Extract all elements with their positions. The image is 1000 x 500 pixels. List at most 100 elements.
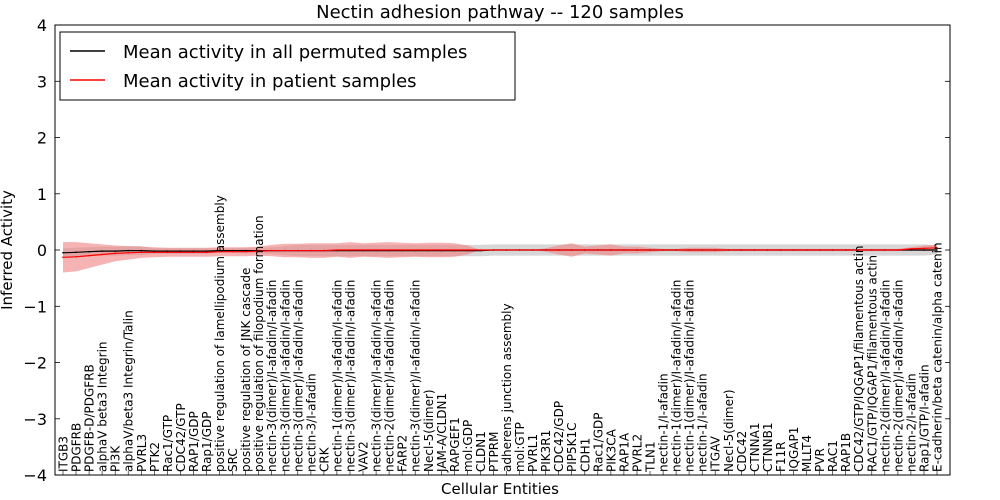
patient-point-57: [805, 249, 808, 251]
category-label-9: CDC42/GTP: [174, 403, 188, 472]
permuted-point-9: [179, 250, 182, 252]
patient-point-29: [440, 249, 443, 251]
patient-point-36: [531, 249, 534, 251]
category-label-21: nectin-1(dimer)/I-afadin/I-afadin: [330, 280, 344, 472]
category-label-60: RAP1B: [839, 433, 853, 472]
permuted-point-7: [153, 250, 156, 252]
x-axis-label: Cellular Entities: [441, 480, 559, 498]
patient-point-2: [88, 254, 90, 257]
permuted-point-13: [231, 249, 234, 252]
category-label-63: nectin-2(dimer)/I-afadin/I-afadin: [878, 280, 892, 472]
category-label-14: positive regulation of JNK cascade: [239, 268, 253, 472]
patient-point-22: [349, 249, 351, 251]
patient-point-45: [649, 249, 651, 251]
patient-point-46: [662, 249, 664, 251]
category-label-49: nectin-1/I-afadin: [696, 373, 710, 472]
patient-point-7: [153, 251, 156, 254]
y-tick-label-6: 2: [37, 129, 47, 148]
patient-point-40: [584, 249, 586, 251]
patient-point-41: [597, 249, 599, 251]
category-label-31: mol:GDP: [461, 420, 475, 472]
patient-point-4: [114, 252, 116, 255]
patient-point-43: [623, 249, 625, 251]
patient-point-1: [75, 255, 77, 258]
patient-point-15: [257, 250, 260, 252]
patient-point-21: [336, 249, 338, 251]
patient-mean-line: [62, 247, 938, 258]
patient-point-5: [127, 252, 129, 254]
category-label-38: CDC42/GDP: [552, 401, 566, 472]
patient-point-14: [244, 250, 247, 253]
category-label-55: F11R: [774, 441, 788, 472]
permuted-point-11: [205, 250, 208, 252]
category-label-42: PIK3CA: [604, 428, 618, 472]
category-label-52: CDC42: [735, 431, 749, 472]
category-label-13: SRC: [226, 448, 240, 472]
patient-point-27: [414, 249, 417, 251]
legend-label-patient: Mean activity in patient samples: [123, 71, 417, 92]
permuted-point-3: [101, 250, 103, 252]
permuted-point-66: [923, 249, 925, 251]
y-tick-label-3: −1: [23, 297, 47, 316]
chart-title: Nectin adhesion pathway -- 120 samples: [316, 2, 684, 23]
patient-point-19: [310, 249, 312, 252]
category-label-48: nectin-1(dimer)/I-afadin/I-afadin: [683, 280, 697, 472]
category-label-7: PTK2: [148, 442, 162, 472]
patient-point-62: [871, 249, 873, 251]
patient-point-64: [897, 249, 899, 251]
category-label-36: PVRL1: [526, 434, 540, 472]
category-label-35: mol:GTP: [513, 422, 527, 472]
patient-point-61: [857, 249, 860, 251]
category-label-61: CDC42/GTP/IQGAP1/filamentous actin: [852, 246, 866, 472]
category-label-19: nectin-3/I-afadin: [304, 373, 318, 472]
category-label-20: CRK: [317, 446, 331, 472]
patient-point-3: [101, 253, 103, 256]
y-tick-label-1: −3: [23, 410, 47, 429]
y-axis-label: Inferred Activity: [0, 190, 16, 310]
permuted-point-65: [910, 249, 912, 251]
category-label-6: PVRL3: [135, 434, 149, 472]
category-label-40: CDH1: [578, 438, 592, 472]
patient-point-13: [231, 250, 234, 253]
permuted-point-6: [140, 249, 143, 252]
patient-point-59: [831, 249, 834, 251]
patient-point-53: [753, 249, 756, 251]
permuted-point-4: [114, 250, 116, 252]
patient-point-50: [714, 249, 716, 251]
permuted-point-12: [218, 249, 221, 252]
patient-point-32: [479, 249, 482, 251]
patient-point-10: [192, 251, 195, 254]
permuted-point-0: [62, 252, 64, 254]
category-label-34: adherens junction assembly: [500, 303, 514, 472]
y-tick-label-8: 4: [37, 16, 47, 35]
patient-point-20: [323, 249, 325, 252]
category-label-59: RAC1: [826, 440, 840, 472]
y-tick-label-7: 3: [37, 72, 47, 91]
patient-point-25: [388, 249, 390, 251]
series-lines: [62, 247, 938, 259]
category-label-43: RAP1A: [617, 432, 631, 472]
category-label-57: MLLT4: [800, 435, 814, 472]
category-label-18: nectin-3(dimer)/I-afadin/I-afadin: [291, 280, 305, 472]
patient-point-18: [297, 249, 299, 252]
category-label-64: nectin-2(dimer)/I-afadin/I-afadin: [891, 280, 905, 472]
category-label-12: positive regulation of lamellipodium ass…: [213, 195, 227, 472]
patient-point-39: [570, 249, 573, 251]
category-label-5: alphaV/beta3 Integrin/Talin: [122, 310, 136, 472]
patient-point-34: [505, 249, 508, 251]
category-label-66: Rap1/GTP/I-afadin: [918, 364, 932, 472]
patient-point-30: [453, 249, 456, 251]
category-label-10: RAP1/GDP: [187, 411, 201, 472]
permuted-point-2: [88, 250, 90, 253]
patient-point-16: [270, 249, 273, 252]
category-label-3: alphaV beta3 Integrin: [96, 341, 110, 472]
category-label-1: PDGFRB: [70, 423, 84, 472]
category-label-29: JAM-A/CLDN1: [435, 393, 449, 473]
patient-point-49: [701, 249, 703, 251]
category-label-30: RAPGEF1: [448, 417, 462, 472]
category-label-46: nectin-1/I-afadin: [657, 373, 671, 472]
category-label-16: nectin-3(dimer)/I-afadin/I-afadin: [265, 280, 279, 472]
category-label-47: nectin-1(dimer)/I-afadin/I-afadin: [670, 280, 684, 472]
patient-point-47: [675, 249, 677, 251]
